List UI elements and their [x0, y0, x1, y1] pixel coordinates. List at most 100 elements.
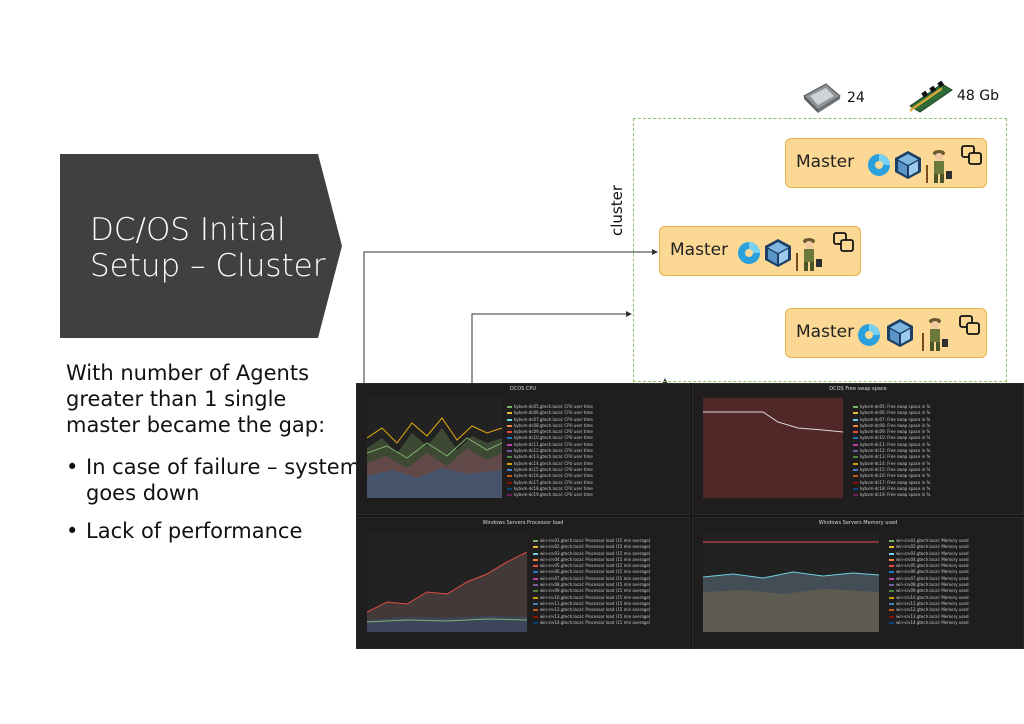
legend-entry: kybvm-dc19: Free swap space in %	[860, 492, 931, 498]
copy-instances-icon	[961, 145, 982, 165]
copy-instances-icon	[833, 232, 854, 252]
legend-entry: kybvm-dc07: Free swap space in %	[860, 416, 931, 422]
hex-cube-icon	[765, 239, 791, 267]
legend-entry: win-srv13.gtech.local: Processor load (1…	[540, 613, 651, 619]
copy-instances-icon	[959, 315, 980, 335]
legend-entry: kybvm-dc18: Free swap space in %	[860, 485, 931, 491]
dcos-ring-icon	[868, 154, 890, 176]
panel-legend: kybvm-dc05: Free swap space in % kybvm-d…	[853, 404, 930, 498]
legend-entry: win-srv13.gtech.local: Memory used	[896, 613, 969, 619]
bullet-item: Lack of performance	[66, 518, 366, 544]
legend-entry: kybvm-dc14: Free swap space in %	[860, 460, 931, 466]
legend-entry: kybvm-dc05.gtech.local: CPU user time	[514, 404, 593, 409]
legend-entry: win-srv08.gtech.local: Memory used	[896, 582, 969, 588]
legend-entry: win-srv01.gtech.local: Processor load (1…	[540, 538, 651, 543]
legend-entry: kybvm-dc11.gtech.local: CPU user time	[514, 441, 593, 447]
legend-entry: win-srv04.gtech.local: Memory used	[896, 556, 969, 562]
master-node-1: Master	[785, 138, 987, 188]
zookeeper-icon	[796, 238, 822, 271]
legend-entry: win-srv06.gtech.local: Memory used	[896, 569, 969, 575]
panel-legend: kybvm-dc05.gtech.local: CPU user time ky…	[507, 404, 593, 498]
dashboard-panel-swap: DCOS Free swap space kybvm-dc05: Free sw…	[692, 383, 1024, 515]
legend-entry: kybvm-dc05: Free swap space in %	[860, 404, 931, 409]
legend-entry: win-srv14.gtech.local: Memory used	[896, 619, 969, 625]
panel-graph	[703, 398, 843, 498]
master-label: Master	[670, 240, 729, 260]
legend-entry: kybvm-dc11: Free swap space in %	[860, 441, 931, 447]
bullet-list: In case of failure – system goes down La…	[66, 454, 366, 556]
legend-entry: kybvm-dc13.gtech.local: CPU user time	[514, 454, 593, 460]
dcos-ring-icon	[858, 324, 880, 346]
legend-entry: win-srv02.gtech.local: Processor load (1…	[540, 544, 651, 550]
legend-entry: win-srv09.gtech.local: Memory used	[896, 588, 969, 594]
legend-entry: win-srv11.gtech.local: Memory used	[896, 600, 969, 606]
legend-entry: kybvm-dc19.gtech.local: CPU user time	[514, 492, 593, 498]
legend-entry: win-srv09.gtech.local: Processor load (1…	[540, 588, 651, 594]
legend-entry: win-srv03.gtech.local: Processor load (1…	[540, 550, 651, 556]
panel-graph	[367, 398, 502, 498]
memory-amount: 48 Gb	[957, 88, 999, 104]
slide-title: DC/OS Initial Setup – Cluster	[90, 212, 330, 284]
legend-entry: kybvm-dc15.gtech.local: CPU user time	[514, 466, 593, 472]
hex-cube-icon	[895, 151, 921, 179]
legend-entry: win-srv10.gtech.local: Processor load (1…	[540, 594, 651, 600]
legend-entry: kybvm-dc16.gtech.local: CPU user time	[514, 473, 593, 479]
panel-title: DCOS CPU	[509, 386, 537, 392]
panel-legend: win-srv01.gtech.local: Processor load (1…	[533, 538, 650, 626]
legend-entry: win-srv14.gtech.local: Processor load (1…	[540, 619, 651, 625]
legend-entry: kybvm-dc06.gtech.local: CPU user time	[514, 410, 593, 416]
panel-legend: win-srv01.gtech.local: Memory used win-s…	[889, 538, 969, 626]
cpu-chip-icon	[803, 83, 841, 113]
panel-graph	[703, 532, 879, 632]
intro-text: With number of Agents greater than 1 sin…	[66, 361, 326, 437]
legend-entry: win-srv06.gtech.local: Processor load (1…	[540, 569, 651, 575]
legend-entry: win-srv07.gtech.local: Processor load (1…	[540, 575, 651, 581]
legend-entry: kybvm-dc12.gtech.local: CPU user time	[514, 448, 593, 454]
master-label: Master	[796, 152, 855, 172]
legend-entry: kybvm-dc08: Free swap space in %	[860, 422, 931, 428]
legend-entry: kybvm-dc10.gtech.local: CPU user time	[514, 435, 593, 441]
title-banner-shape	[60, 154, 342, 338]
cluster-label: cluster	[608, 184, 626, 236]
zookeeper-icon	[926, 150, 952, 183]
cluster-boundary	[633, 118, 1007, 382]
legend-entry: kybvm-dc15: Free swap space in %	[860, 466, 931, 472]
legend-entry: kybvm-dc06: Free swap space in %	[860, 410, 931, 416]
legend-entry: win-srv07.gtech.local: Memory used	[896, 575, 969, 581]
zookeeper-icon	[922, 318, 948, 351]
legend-entry: kybvm-dc16: Free swap space in %	[860, 473, 931, 479]
legend-entry: kybvm-dc18.gtech.local: CPU user time	[514, 485, 593, 491]
legend-entry: win-srv10.gtech.local: Memory used	[896, 594, 969, 600]
panel-graph	[367, 532, 527, 632]
legend-entry: kybvm-dc12: Free swap space in %	[860, 448, 931, 454]
panel-title: Windows Servers Memory used	[818, 520, 898, 526]
master-node-2: Master	[659, 226, 861, 276]
legend-entry: win-srv02.gtech.local: Memory used	[896, 544, 969, 550]
panel-title: DCOS Free swap space	[829, 386, 887, 392]
legend-entry: kybvm-dc10: Free swap space in %	[860, 435, 931, 441]
legend-entry: win-srv08.gtech.local: Processor load (1…	[540, 582, 651, 588]
dashboard-panel-memory-used: Windows Servers Memory used win-srv01.gt…	[692, 517, 1024, 649]
legend-entry: kybvm-dc14.gtech.local: CPU user time	[514, 460, 593, 466]
dashboard-panel-cpu: DCOS CPU kybvm-dc05.gtech.local: CPU use…	[356, 383, 690, 515]
legend-entry: win-srv12.gtech.local: Processor load (1…	[540, 607, 651, 613]
master-node-3: Master	[785, 308, 987, 358]
cpu-count: 24	[847, 90, 865, 106]
legend-entry: win-srv01.gtech.local: Memory used	[896, 538, 969, 543]
legend-entry: kybvm-dc17.gtech.local: CPU user time	[514, 479, 593, 485]
hex-cube-icon	[887, 319, 913, 347]
legend-entry: win-srv12.gtech.local: Memory used	[896, 607, 969, 613]
legend-entry: kybvm-dc13: Free swap space in %	[860, 454, 931, 460]
master-label: Master	[796, 322, 855, 342]
panel-title: Windows Servers Processor load	[482, 520, 564, 526]
bullet-item: In case of failure – system goes down	[66, 454, 366, 506]
slide-title-line2: Setup – Cluster	[90, 248, 326, 284]
legend-entry: win-srv05.gtech.local: Memory used	[896, 563, 969, 569]
dashboard-panel-processor-load: Windows Servers Processor load win-srv01…	[356, 517, 690, 649]
legend-entry: kybvm-dc09.gtech.local: CPU user time	[514, 429, 593, 435]
legend-entry: kybvm-dc08.gtech.local: CPU user time	[514, 422, 593, 428]
dcos-ring-icon	[738, 242, 760, 264]
legend-entry: win-srv04.gtech.local: Processor load (1…	[540, 556, 651, 562]
legend-entry: kybvm-dc09: Free swap space in %	[860, 429, 931, 435]
slide-title-line1: DC/OS Initial	[90, 212, 286, 248]
